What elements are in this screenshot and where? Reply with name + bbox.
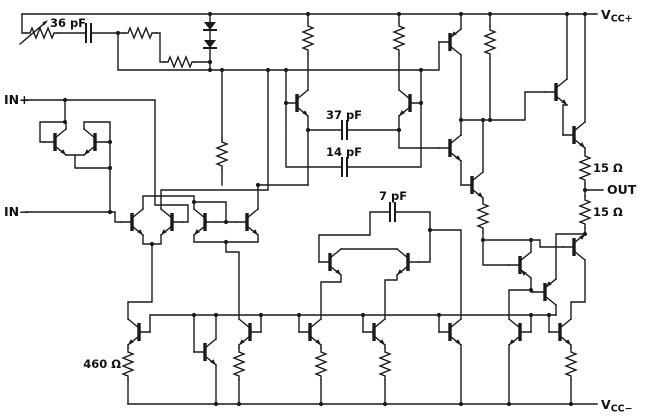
resistor-15-ohm-top: [579, 151, 591, 185]
npn-transistor: [437, 317, 463, 347]
input-positive-label: IN+: [4, 92, 30, 107]
resistor: [233, 347, 245, 381]
capacitor-14pf: [341, 157, 348, 177]
labels: VCC+ VCC− IN+ IN− OUT 36 pF 37 pF 14 pF …: [4, 7, 637, 415]
potentiometer-arrow-icon: [19, 20, 48, 45]
capacitor-36pf-label: 36 pF: [50, 16, 86, 30]
resistor: [379, 347, 391, 381]
npn-transistor: [159, 207, 185, 237]
npn-transistor: [543, 77, 569, 107]
resistor-15-ohm-top-label: 15 Ω: [593, 161, 623, 175]
resistor: [123, 27, 157, 39]
resistor-15-ohm-bottom-label: 15 Ω: [593, 205, 623, 219]
resistor: [565, 347, 577, 381]
npn-transistor: [459, 170, 485, 200]
npn-transistor: [126, 317, 152, 347]
npn-transistor: [395, 247, 421, 277]
npn-transistor: [397, 88, 423, 118]
junction-dots: [62, 11, 588, 407]
capacitor-37pf-label: 37 pF: [326, 108, 362, 122]
npn-transistor: [317, 247, 343, 277]
vcc-plus-label: VCC+: [601, 7, 633, 25]
npn-transistor: [297, 317, 323, 347]
pnp-transistor: [437, 27, 463, 57]
npn-transistor: [192, 337, 218, 367]
resistor: [393, 21, 405, 55]
resistor: [484, 25, 496, 59]
vcc-minus-label: VCC−: [601, 397, 633, 415]
input-negative-label: IN−: [4, 204, 30, 219]
wire-network: [21, 13, 604, 405]
resistor: [477, 199, 489, 233]
npn-transistor: [437, 133, 463, 163]
capacitor-7pf: [389, 202, 396, 222]
npn-transistor: [192, 207, 218, 237]
resistor-460-ohm: [122, 347, 134, 381]
npn-transistor: [361, 317, 387, 347]
npn-transistor: [561, 232, 587, 262]
capacitor-36pf: [85, 23, 92, 43]
resistor: [216, 137, 228, 171]
npn-transistor: [237, 317, 263, 347]
resistor-15-ohm-bottom: [579, 195, 591, 229]
capacitor-37pf: [341, 120, 348, 140]
npn-transistor: [119, 207, 145, 237]
npn-transistor: [42, 127, 68, 157]
diode: [203, 39, 217, 49]
npn-transistor: [507, 317, 533, 347]
capacitor-14pf-label: 14 pF: [326, 145, 362, 159]
resistors: [19, 20, 591, 381]
pnp-transistor: [532, 277, 558, 307]
npn-transistor: [284, 88, 310, 118]
output-label: OUT: [607, 182, 637, 197]
diode: [203, 21, 217, 31]
capacitors: [85, 23, 396, 222]
pnp-transistor: [507, 250, 533, 280]
resistor: [163, 56, 197, 68]
npn-transistor: [82, 127, 108, 157]
capacitor-7pf-label: 7 pF: [379, 189, 407, 203]
resistor: [315, 347, 327, 381]
resistor-460-ohm-label: 460 Ω: [83, 357, 121, 371]
npn-transistor: [234, 207, 260, 237]
npn-transistor: [561, 120, 587, 150]
npn-transistor: [547, 317, 573, 347]
resistor: [302, 21, 314, 55]
